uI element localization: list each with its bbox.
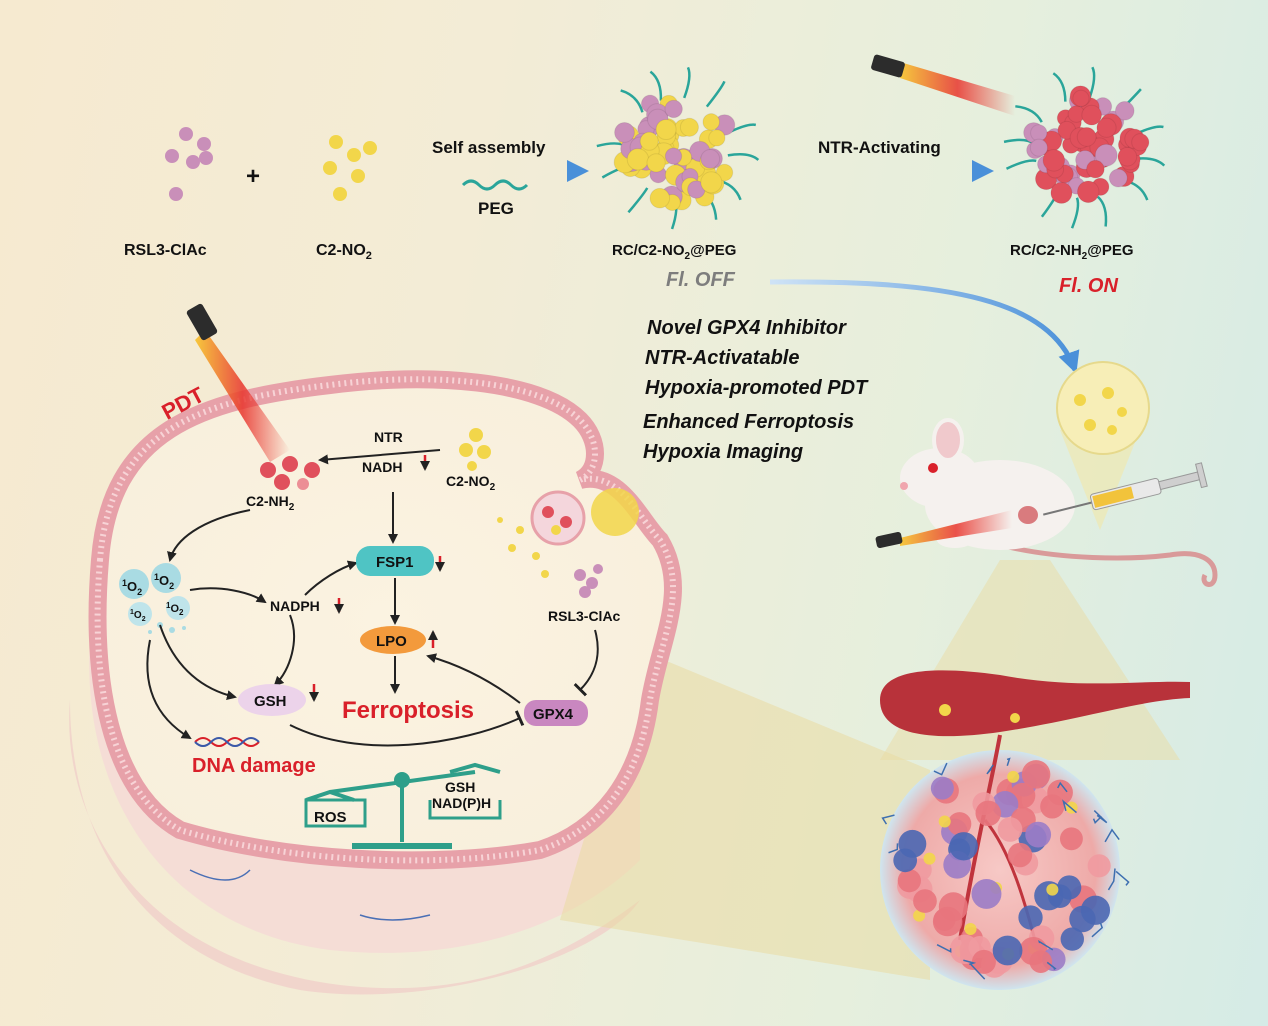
gsh-to-gpx4-inhibit [289, 710, 525, 747]
nanoparticle-off-label: RC/C2-NO2@PEG [612, 242, 736, 262]
gpx4-node [524, 700, 588, 726]
balance-scale-icon [304, 762, 502, 849]
fiber-icon-2 [359, 914, 431, 921]
laser-pdt-icon [186, 303, 290, 462]
peg-label: PEG [478, 199, 514, 218]
reagent-rsl3-label: RSL3-ClAc [124, 242, 207, 259]
singlet-oxygen-cluster [119, 563, 190, 634]
singlet-oxygen-1: 1O2 [122, 578, 142, 597]
self-assembly-label: Self assembly [432, 138, 546, 157]
feature-2: NTR-Activatable [645, 347, 799, 369]
c2nh2-to-ros-arrow [167, 509, 251, 562]
ntr-label: NTR [374, 429, 403, 445]
ferroptosis-label: Ferroptosis [342, 697, 474, 724]
ros-to-gsh-arrow [159, 624, 237, 701]
balance-gsh-label: GSH [445, 779, 475, 795]
nadh-label: NADH [362, 459, 402, 475]
endocytosis-vesicle-icon [497, 488, 639, 578]
ntr-activating-label: NTR-Activating [818, 138, 941, 157]
balance-nadph-label: NAD(P)H [432, 795, 491, 811]
c2no2-particles [323, 135, 377, 201]
c2no2-cell-particles [459, 428, 491, 471]
fsp1-node [356, 546, 434, 576]
ntr-conversion-arrow [318, 449, 441, 465]
nanoparticle-off-icon [596, 66, 760, 230]
laser-mouse-icon [875, 510, 1012, 549]
lpo-label: LPO [376, 633, 407, 650]
c2no2-cell-label: C2-NO2 [446, 473, 496, 493]
tumor-on-mouse [1018, 506, 1038, 524]
tissue-layer-inner-icon [89, 640, 640, 953]
ros-label: ROS [314, 809, 347, 826]
fl-off-label: Fl. OFF [666, 269, 736, 291]
feature-4: Enhanced Ferroptosis [643, 411, 854, 433]
laser-top-icon [871, 54, 1015, 116]
delivery-arrow [769, 279, 1080, 374]
peg-chain-icon [461, 179, 529, 191]
fiber-icon [189, 869, 251, 881]
dna-damage-label: DNA damage [192, 755, 316, 777]
nadph-to-gsh-arrow [273, 614, 295, 687]
syringe-icon [1043, 462, 1208, 516]
singlet-oxygen-3: 1O2 [130, 609, 146, 623]
rsl3-cell-particles [574, 564, 603, 598]
gpx4-to-lpo-arrow [426, 653, 521, 704]
nanoparticle-on-label: RC/C2-NH2@PEG [1010, 242, 1134, 262]
singlet-oxygen-4: 1O2 [166, 601, 184, 617]
feature-1: Novel GPX4 Inhibitor [647, 317, 847, 339]
fsp1-label: FSP1 [376, 554, 414, 571]
ros-to-nadph-arrow [189, 587, 267, 604]
rsl3-cell-label: RSL3-ClAc [548, 608, 621, 624]
nadph-to-fsp1-arrow [304, 560, 358, 596]
feature-3: Hypoxia-promoted PDT [645, 377, 869, 399]
lpo-node [360, 626, 426, 654]
rsl3-to-gpx4-inhibit [573, 629, 599, 697]
c2nh2-label: C2-NH2 [246, 493, 295, 513]
singlet-oxygen-2: 1O2 [154, 572, 174, 591]
gsh-label: GSH [254, 693, 287, 710]
tumor-sphere-icon [880, 734, 1130, 990]
nadph-label: NADPH [270, 598, 320, 614]
feature-5: Hypoxia Imaging [643, 441, 803, 463]
magnified-nanoparticles-icon [1056, 361, 1150, 530]
fl-on-label: Fl. ON [1059, 275, 1118, 297]
plus-sign: + [246, 163, 260, 190]
gpx4-label: GPX4 [533, 706, 574, 723]
c2nh2-particles [260, 456, 320, 490]
nanoparticle-on-icon [1003, 66, 1166, 229]
gsh-node [238, 684, 306, 716]
blood-vessel-icon [880, 670, 1190, 737]
dna-helix-icon [194, 737, 260, 747]
ros-to-dna-arrow [146, 639, 192, 740]
mouse-icon [900, 418, 1218, 587]
reagent-c2no2-label: C2-NO2 [316, 242, 372, 262]
rsl3-particles [165, 127, 213, 201]
